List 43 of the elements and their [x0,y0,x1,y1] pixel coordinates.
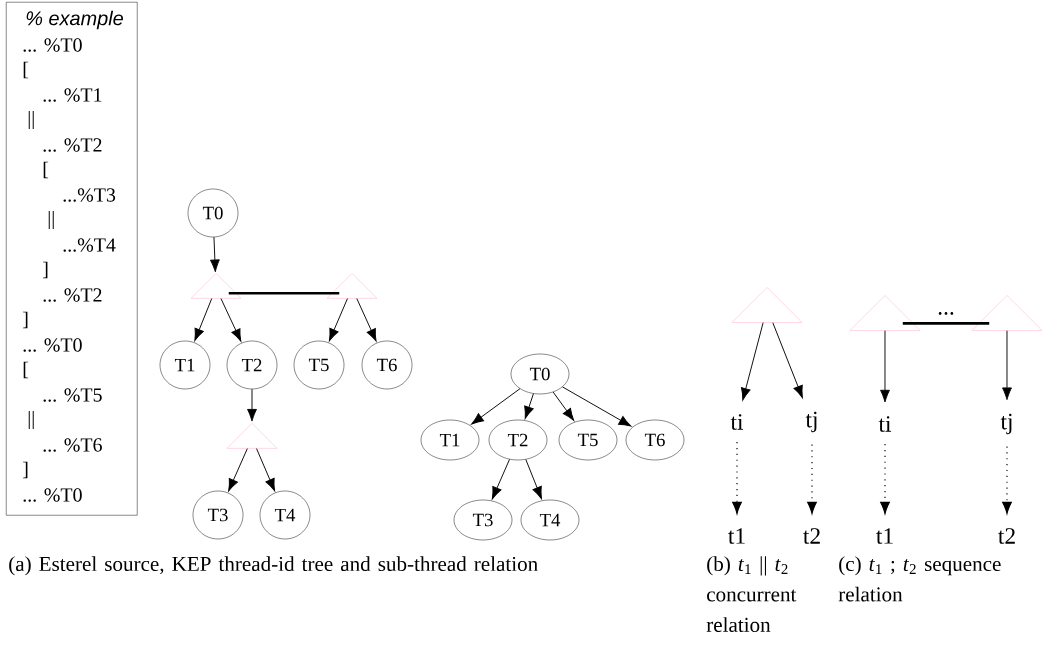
triangle-symbol [731,287,803,323]
thread-label: ti [730,414,744,430]
thread-label: t1 [876,528,893,544]
thread-label: t2 [998,528,1015,544]
arrow [228,448,248,492]
triangle-symbol [226,423,278,449]
arrow [880,330,890,403]
edge-label: ... [938,312,954,315]
thread-label: t2 [803,528,820,544]
triangle-symbol [849,295,921,331]
arrow [732,441,742,515]
arrow [740,322,764,401]
arrow [525,459,542,500]
arrow [772,322,803,399]
caption: (c) t$_{1}$ ; t$_{2}$ sequence relation [838,556,1001,602]
arrow [1002,445,1012,515]
thread-label: t1 [728,528,745,544]
arrow [471,388,521,425]
arrow [880,443,890,515]
code-listing-box: % example ... %T0 [ ... %T1 || ... %T2 [ ...%T3 || ...%T4 ] ... %T2 ] ... %T0 [ ... %T5 || ... %T6 ] ... %T0 [6,2,138,516]
arrow [247,388,257,422]
connector-line [228,292,340,295]
triangle-symbol [190,273,242,299]
arrow [256,448,276,492]
arrow [807,443,817,515]
triangle-symbol [326,273,378,299]
arrow [209,236,220,273]
arrow [524,393,534,419]
arrow [1002,330,1012,401]
arrow [328,298,348,342]
thread-label: tj [805,411,817,433]
arrow [552,391,575,421]
arrow [562,386,632,427]
arrow [491,458,510,500]
arrow [194,298,213,342]
triangle-symbol [971,295,1043,331]
arrow [220,298,242,342]
arrow [356,298,377,342]
caption: (a) Esterel source, KEP thread-id tree and sub-thread relation [9,556,538,576]
connector-line [902,322,990,325]
thread-label: tj [1000,413,1012,435]
caption: (b) t$_{1}$ || t$_{2}$ concurrent relation [706,556,797,632]
thread-label: ti [878,416,892,432]
